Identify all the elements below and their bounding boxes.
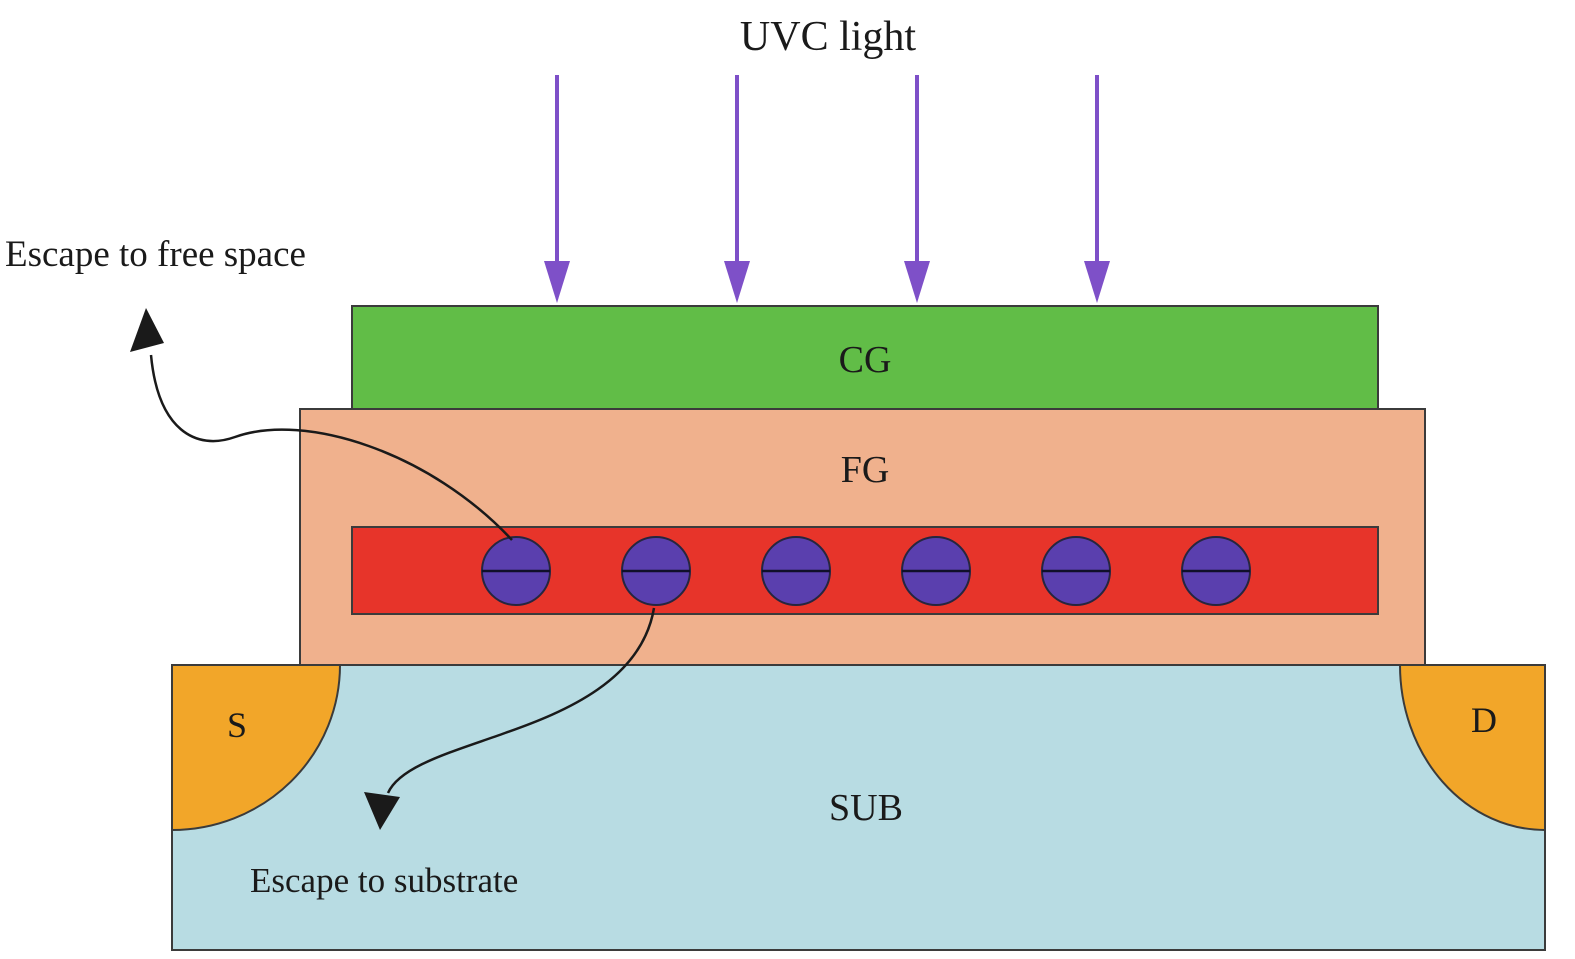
electron-icon xyxy=(901,536,971,606)
arrowhead-icon xyxy=(364,792,400,830)
cg-label: CG xyxy=(839,339,892,381)
escape-free-space-arrow xyxy=(130,308,513,541)
escape-free-space-label: Escape to free space xyxy=(5,234,306,275)
drain-region xyxy=(1398,664,1546,832)
escape-substrate-arrow xyxy=(364,607,656,830)
sub-label: SUB xyxy=(829,787,903,829)
uvc-arrow-icon xyxy=(724,75,750,303)
fg-label: FG xyxy=(841,449,890,491)
trapped-electrons xyxy=(481,536,1251,606)
arrowhead-icon xyxy=(130,308,164,352)
electron-icon xyxy=(1181,536,1251,606)
uvc-arrow-icon xyxy=(904,75,930,303)
uvc-arrow-icon xyxy=(544,75,570,303)
electron-icon xyxy=(1041,536,1111,606)
drain-label: D xyxy=(1471,700,1497,740)
source-region xyxy=(171,664,342,832)
control-gate-layer xyxy=(351,305,1379,410)
electron-icon xyxy=(481,536,551,606)
electron-icon xyxy=(621,536,691,606)
uvc-arrow-icon xyxy=(1084,75,1110,303)
source-label: S xyxy=(227,705,247,745)
uvc-light-label: UVC light xyxy=(740,14,917,60)
substrate-layer xyxy=(171,664,1546,951)
escape-substrate-label: Escape to substrate xyxy=(250,861,518,900)
electron-icon xyxy=(761,536,831,606)
uvc-light-arrows xyxy=(544,75,1110,303)
